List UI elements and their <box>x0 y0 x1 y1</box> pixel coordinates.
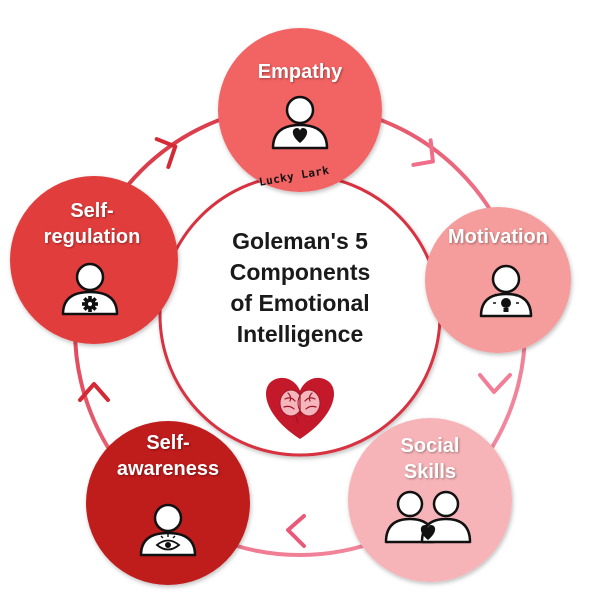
heart-brain-icon <box>266 377 334 439</box>
self-regulation-circle <box>10 176 178 344</box>
arrow-motivation-to-social-skills <box>478 373 512 394</box>
self-awareness-label: Self- awareness <box>116 432 220 480</box>
motivation-label: Motivation <box>448 226 548 248</box>
empathy-label: Empathy <box>257 61 343 83</box>
person-lightbulb-icon <box>479 264 533 318</box>
arrow-self-regulation-to-empathy <box>154 137 178 170</box>
diagram-title: Goleman's 5 Components of Emotional Inte… <box>229 228 371 347</box>
self-regulation-label: Self- regulation <box>43 200 141 248</box>
person-heart-icon <box>271 95 329 150</box>
social-skills-label: Social Skills <box>400 435 460 483</box>
arrow-self-awareness-to-self-regulation <box>78 382 110 402</box>
arrow-empathy-to-motivation <box>411 138 435 167</box>
person-gear-icon <box>61 262 119 316</box>
arrow-social-skills-to-self-awareness <box>286 514 306 548</box>
self-awareness-circle <box>86 421 250 585</box>
person-eye-icon <box>139 503 197 557</box>
two-people-heart-icon <box>384 490 472 544</box>
